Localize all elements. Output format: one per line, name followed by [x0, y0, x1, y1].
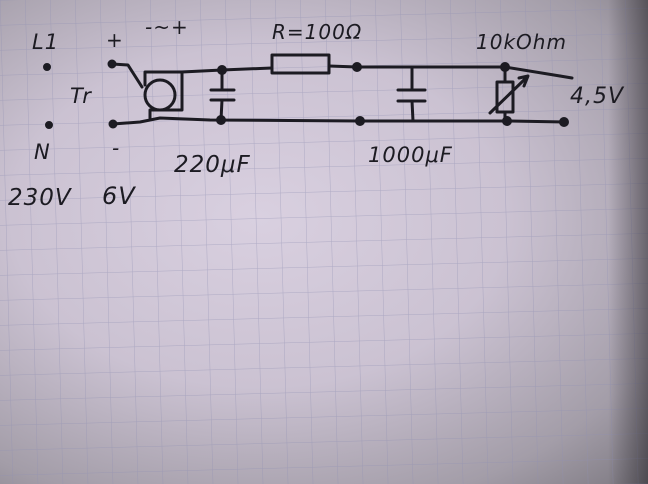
- label-rectifier: -~+: [145, 15, 189, 39]
- wire-top-right: [327, 64, 562, 78]
- label-cap2: 1000μF: [368, 143, 453, 167]
- output-arrow: [558, 74, 574, 80]
- potentiometer: [488, 65, 530, 123]
- label-output: 4,5V: [570, 84, 625, 109]
- capacitor-220uf: [209, 68, 236, 122]
- label-potentiometer: 10kOhm: [476, 30, 567, 54]
- label-resistor: R=100Ω: [272, 20, 363, 44]
- label-minus: -: [112, 136, 121, 160]
- resistor: [270, 53, 331, 75]
- label-transformer: Tr: [70, 84, 92, 108]
- page-shadow: [608, 0, 648, 484]
- label-mains-voltage: 230V: [8, 185, 72, 211]
- bridge-box: [143, 70, 184, 120]
- bridge-rectifier: [143, 78, 177, 112]
- capacitor-1000uf: [396, 65, 427, 123]
- terminal-l1: [43, 63, 51, 71]
- label-secondary-voltage: 6V: [102, 182, 136, 210]
- wire-top-input: [110, 62, 144, 89]
- label-plus: +: [106, 28, 124, 52]
- label-neutral: N: [34, 140, 51, 164]
- label-cap1: 220μF: [174, 152, 251, 178]
- wire-bottom: [111, 116, 567, 126]
- label-l1: L1: [32, 30, 60, 54]
- terminal-n: [45, 121, 53, 129]
